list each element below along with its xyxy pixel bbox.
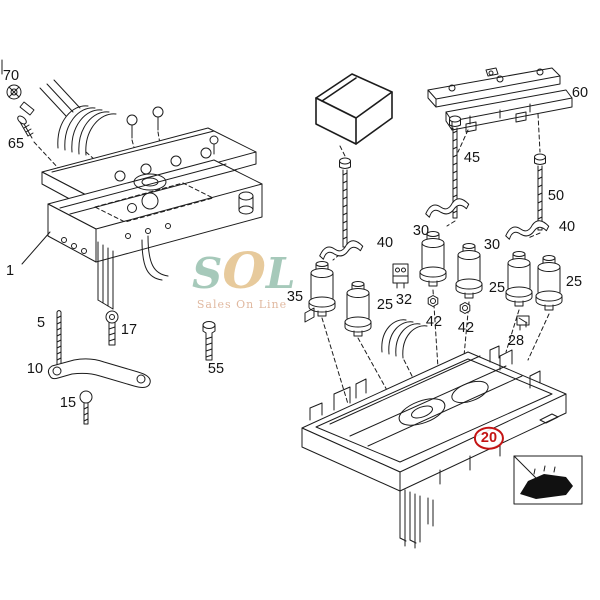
cover-box-drawing xyxy=(315,73,393,145)
part-10-drawing xyxy=(47,358,151,388)
part-label-17: 17 xyxy=(120,321,138,338)
clip-40-drawing-a xyxy=(319,240,364,260)
part-15-drawing xyxy=(79,390,93,425)
solenoid-30-drawing-a xyxy=(419,231,447,287)
part-label-15: 15 xyxy=(59,394,77,411)
screw-drawing-left xyxy=(339,157,351,248)
spring-drawing-left xyxy=(57,105,117,156)
part-label-1: 1 xyxy=(5,262,15,279)
part-label-35: 35 xyxy=(286,288,304,305)
screw-50-drawing xyxy=(534,153,546,231)
part-32-drawing xyxy=(392,263,409,289)
part-55-drawing xyxy=(202,321,216,361)
valve-body-assembly-drawing xyxy=(21,106,263,310)
part-17-drawing xyxy=(105,310,119,346)
nut-42-drawing-a xyxy=(427,295,439,307)
position-indicator-drawing xyxy=(513,455,583,505)
part-65-drawing xyxy=(17,115,34,139)
part-label-32: 32 xyxy=(395,291,413,308)
part-label-30: 30 xyxy=(483,236,501,253)
part-label-65: 65 xyxy=(7,135,25,152)
part-label-30: 30 xyxy=(412,222,430,239)
part-28-drawing xyxy=(516,315,530,331)
part-label-50: 50 xyxy=(547,187,565,204)
part-label-70: 70 xyxy=(2,67,20,84)
clip-40-drawing-c xyxy=(505,220,550,240)
hatch-lines xyxy=(39,79,81,117)
conductor-plate-drawing xyxy=(301,345,567,549)
part-5-drawing xyxy=(56,310,62,368)
part-label-40: 40 xyxy=(558,218,576,235)
solenoid-25-drawing-a xyxy=(344,281,372,337)
solenoid-25-drawing-c xyxy=(535,255,563,311)
part-label-25: 25 xyxy=(376,296,394,313)
part-label-40: 40 xyxy=(376,234,394,251)
solenoid-35-drawing xyxy=(304,261,336,323)
rail-parts-drawing xyxy=(427,67,573,133)
part-label-55: 55 xyxy=(207,360,225,377)
part-label-25: 25 xyxy=(488,279,506,296)
part-label-5: 5 xyxy=(36,314,46,331)
part-label-42: 42 xyxy=(425,313,443,330)
spring-drawing-right xyxy=(381,319,428,359)
part-label-60: 60 xyxy=(571,84,589,101)
highlighted-part-label-20: 20 xyxy=(473,426,505,450)
part-label-42: 42 xyxy=(457,319,475,336)
solenoid-30-drawing-b xyxy=(455,243,483,299)
solenoid-25-drawing-b xyxy=(505,251,533,307)
nut-42-drawing-b xyxy=(459,302,471,314)
clip-40-drawing-b xyxy=(425,198,470,218)
part-label-25: 25 xyxy=(565,273,583,290)
part-label-45: 45 xyxy=(463,149,481,166)
part-label-28: 28 xyxy=(507,332,525,349)
part-label-10: 10 xyxy=(26,360,44,377)
part-70-drawing xyxy=(1,59,35,116)
